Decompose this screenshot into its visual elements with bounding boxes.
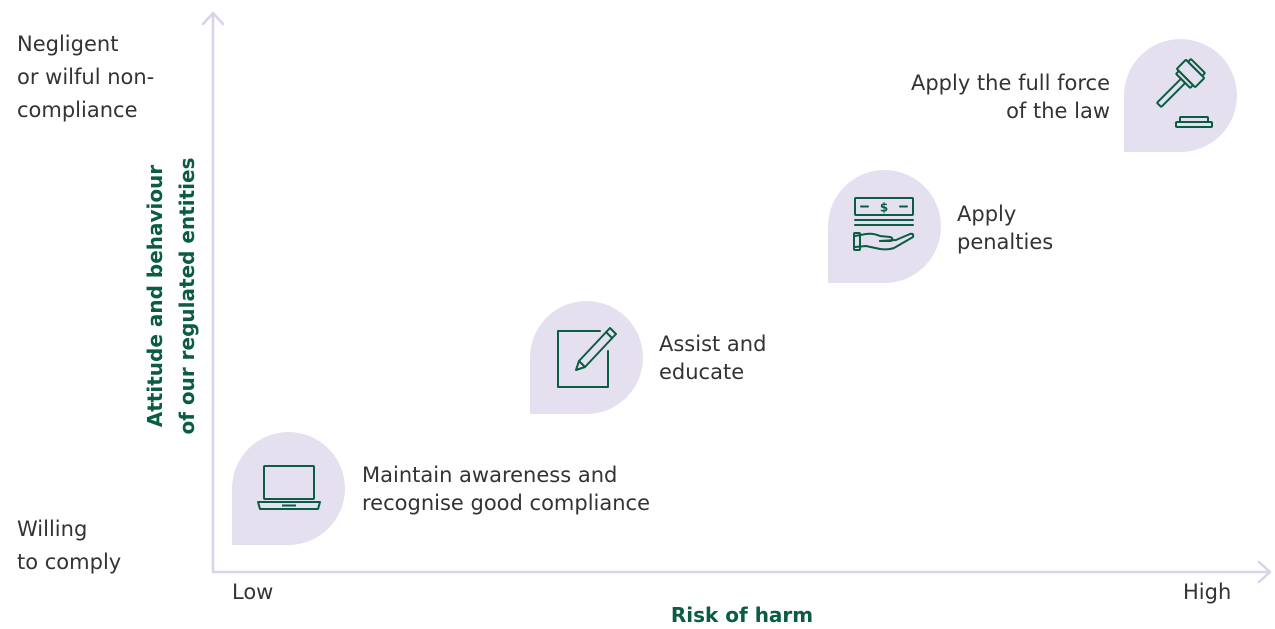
- y-axis-top-label-line: compliance: [17, 98, 138, 122]
- step-2-label: Assist and educate: [659, 330, 766, 386]
- y-axis-bottom-label: Willing to comply: [17, 513, 121, 579]
- step-1-label: Maintain awareness and recognise good co…: [362, 461, 650, 517]
- y-axis-title-line: of our regulated entities: [175, 157, 199, 435]
- step-label-line: of the law: [1006, 99, 1110, 123]
- x-axis-title: Risk of harm: [670, 603, 814, 627]
- money-hand-icon: $: [853, 197, 915, 251]
- step-1-icon-badge: [232, 432, 345, 545]
- y-axis-bottom-label-line: to comply: [17, 550, 122, 574]
- step-3-label: Apply penalties: [957, 200, 1053, 256]
- step-2-icon-badge: [530, 301, 643, 414]
- laptop-icon: [257, 465, 321, 510]
- x-axis-low-label: Low: [232, 580, 274, 604]
- gavel-icon: [1156, 58, 1213, 128]
- pencil-edit-icon: [557, 327, 617, 388]
- x-axis-high-label: High: [1183, 580, 1232, 604]
- step-label-line: Maintain awareness and: [362, 463, 618, 487]
- y-axis-top-label: Negligent or wilful non- compliance: [17, 28, 154, 127]
- step-label-line: Apply: [957, 202, 1017, 226]
- y-axis-title-line: Attitude and behaviour: [143, 164, 167, 428]
- step-label-line: Assist and: [659, 332, 767, 356]
- svg-text:$: $: [880, 201, 888, 215]
- y-axis-arrow: [201, 11, 225, 26]
- y-axis-top-label-line: or wilful non-: [17, 65, 155, 89]
- step-4-label: Apply the full force of the law: [860, 69, 1110, 125]
- step-3-icon-badge: $: [828, 170, 941, 283]
- x-axis-arrow: [1257, 560, 1272, 584]
- y-axis-top-label-line: Negligent: [17, 32, 119, 56]
- step-label-line: recognise good compliance: [362, 491, 651, 515]
- y-axis-bottom-label-line: Willing: [17, 517, 88, 541]
- y-axis-title: Attitude and behaviour of our regulated …: [139, 157, 203, 434]
- step-label-line: educate: [659, 360, 745, 384]
- step-4-icon-badge: [1124, 39, 1237, 152]
- step-label-line: penalties: [957, 230, 1054, 254]
- step-label-line: Apply the full force: [910, 71, 1110, 95]
